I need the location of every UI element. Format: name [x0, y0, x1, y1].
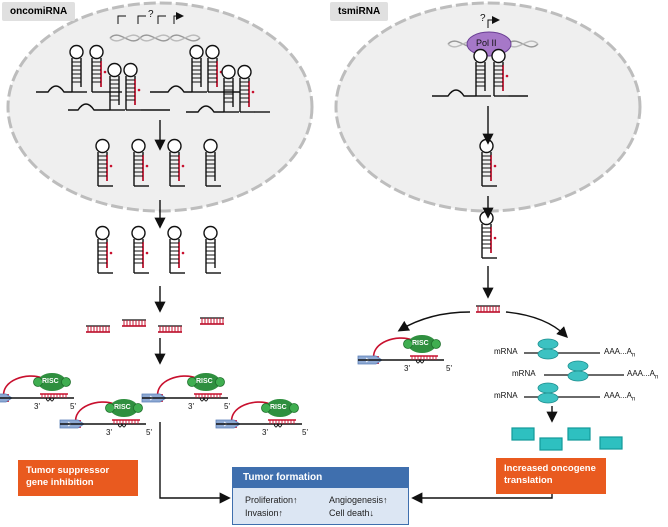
mrna-label-3: mRNA: [494, 391, 518, 400]
tumor-formation-box: Tumor formation Proliferation↑ Angiogene…: [232, 467, 409, 525]
oncogene-line-2: translation: [504, 475, 553, 486]
oncogene-line-1: Increased oncogene: [504, 463, 596, 474]
tumor-suppressor-line-1: Tumor suppressor: [26, 465, 110, 476]
left-dna-helix: [109, 16, 201, 42]
left-question-mark: ?: [148, 9, 154, 20]
right-question-mark: ?: [480, 13, 486, 24]
left-3prime-2: 3': [106, 428, 112, 437]
tumor-item-angiogenesis: Angiogenesis↑: [329, 495, 388, 505]
tumor-suppressor-box: Tumor suppressor gene inhibition: [18, 460, 138, 496]
tumor-item-cell-death: Cell death↓: [329, 508, 375, 518]
tumor-formation-title: Tumor formation: [233, 468, 408, 488]
left-pri-mirna: [36, 44, 270, 113]
left-cell: [6, 1, 314, 213]
left-risc-label-4: RISC: [270, 404, 287, 411]
tsmirna-label: tsmiRNA: [330, 2, 389, 21]
mrna-translation: [524, 338, 624, 404]
left-3prime-1: 3': [34, 402, 40, 411]
left-5prime-3: 5': [224, 402, 230, 411]
tumor-item-invasion: Invasion↑: [245, 508, 284, 518]
right-flow-arrows: [397, 106, 568, 338]
right-risc-label: RISC: [412, 340, 429, 347]
tumor-item-proliferation: Proliferation↑: [245, 495, 298, 505]
left-risc-label-1: RISC: [42, 378, 59, 385]
right-3prime: 3': [404, 364, 410, 373]
right-pri-mirna: [432, 48, 528, 97]
left-risc-label-2: RISC: [114, 404, 131, 411]
left-3prime-3: 3': [188, 402, 194, 411]
left-5prime-2: 5': [146, 428, 152, 437]
pol-ii-label: Pol II: [476, 38, 497, 48]
oncomirna-label: oncomiRNA: [2, 2, 76, 21]
left-5prime-1: 5': [70, 402, 76, 411]
tumor-suppressor-line-2: gene inhibition: [26, 477, 94, 488]
left-pre-mirna-cytoplasm: [95, 225, 222, 274]
polya-tail-1: AAA...An: [604, 347, 636, 359]
right-5prime: 5': [446, 364, 452, 373]
left-5prime-4: 5': [302, 428, 308, 437]
mrna-label-1: mRNA: [494, 347, 518, 356]
left-risc-label-3: RISC: [196, 378, 213, 385]
left-mirna-duplexes: [85, 317, 225, 333]
oncoprotein-blocks: [511, 427, 623, 451]
left-3prime-4: 3': [262, 428, 268, 437]
right-risc-complex: [357, 334, 445, 365]
right-mirna-duplex: [475, 305, 501, 313]
polya-tail-2: AAA...An: [627, 369, 659, 381]
polya-tail-3: AAA...An: [604, 391, 636, 403]
mrna-label-2: mRNA: [512, 369, 536, 378]
right-pre-mirna-cytoplasm: [479, 210, 498, 259]
oncogene-translation-box: Increased oncogene translation: [496, 458, 606, 494]
